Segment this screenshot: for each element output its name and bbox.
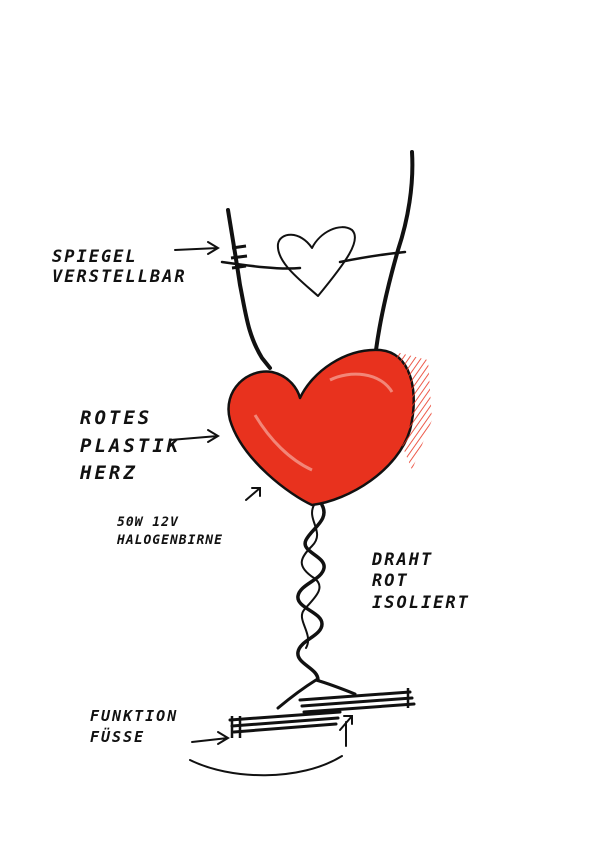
mirror-bar <box>220 250 407 270</box>
annotation-mirror: SPIEGEL VERSTELLBAR <box>52 247 187 287</box>
heart-outline-icon <box>276 226 356 297</box>
annotation-bulb-line-1: 50W 12V <box>117 515 179 530</box>
annotation-wire-line-2: ROT <box>372 571 409 592</box>
annotation-heart-line-3: HERZ <box>80 462 138 485</box>
heart-highlight <box>253 372 394 472</box>
annotation-heart-line-2: PLASTIK <box>80 434 182 457</box>
coiled-wire <box>296 503 326 682</box>
annotation-feet-line-1: FUNKTION <box>90 707 179 725</box>
coiled-wire-back <box>300 504 321 649</box>
foot-left <box>228 710 342 734</box>
heart-hatching <box>396 352 432 470</box>
arrow-icon <box>169 241 353 777</box>
foot-end-ticks <box>230 688 410 738</box>
annotation-heart: ROTES PLASTIK HERZ <box>80 405 181 488</box>
left-arm <box>226 208 272 370</box>
annotation-bulb: 50W 12V HALOGENBIRNE <box>117 514 223 549</box>
annotation-heart-line-1: ROTES <box>80 407 153 429</box>
annotation-feet-line-2: FÜSSE <box>90 728 146 746</box>
annotation-bulb-line-2: HALOGENBIRNE <box>117 532 223 548</box>
right-arm <box>374 150 415 352</box>
annotation-wire-line-1: DRAHT <box>372 550 434 570</box>
annotation-mirror-line-2: VERSTELLBAR <box>52 266 187 287</box>
foot-right <box>298 690 416 714</box>
left-arm-tie <box>230 244 248 270</box>
annotation-wire: DRAHT ROT ISOLIERT <box>372 550 470 614</box>
annotation-feet: FUNKTION FÜSSE <box>90 706 178 748</box>
feet-base <box>276 678 357 710</box>
annotation-mirror-line-1: SPIEGEL <box>52 247 138 267</box>
red-heart-icon <box>227 348 415 507</box>
annotation-wire-line-3: ISOLIERT <box>372 592 470 613</box>
